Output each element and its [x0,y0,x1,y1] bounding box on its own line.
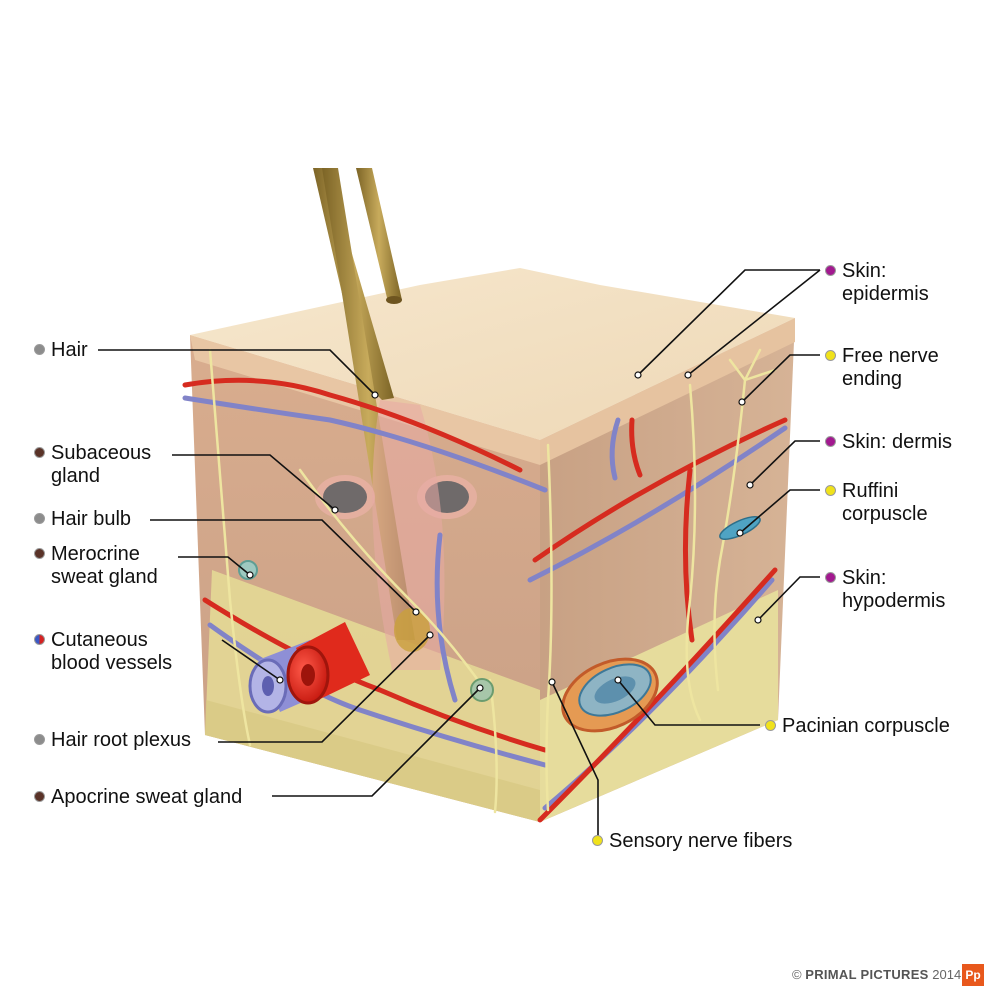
hypodermis-label-dot [825,572,836,583]
pacinian-corpuscle [561,657,659,733]
nerves [208,348,777,814]
arteries [182,377,788,823]
hair-bulb-label-dot [34,513,45,524]
free-nerve-label-dot [825,350,836,361]
label-hair: Hair [51,339,88,361]
hair-follicle [372,400,445,670]
hair-root-label-dot [34,734,45,745]
leader-lines [98,269,821,838]
copyright-credit: © PRIMAL PICTURES 2014 [792,967,962,982]
epidermis-top-surface [190,268,795,440]
label-skin-dermis: Skin: dermis [842,431,953,453]
label-apocrine-sweat-gland: Apocrine sweat gland [51,786,243,808]
leader-endpoints [246,371,762,692]
primal-pictures-logo: Pp [962,964,984,986]
cut-vessel-ends [248,622,370,714]
subaceous-label-dot [34,447,45,458]
sensory-label-dot [592,835,603,846]
merocrine-label-dot [34,548,45,559]
pacinian-label-dot [765,720,776,731]
dermis-label-dot [825,436,836,447]
label-skin-hypodermis: Skin:hypodermis [842,567,946,612]
epidermis-label-dot [825,265,836,276]
label-sensory-nerve-fibers: Sensory nerve fibers [609,830,793,852]
label-hair-root-plexus: Hair root plexus [51,729,192,751]
label-pacinian-corpuscle: Pacinian corpuscle [782,715,950,737]
label-hair-bulb: Hair bulb [51,508,132,530]
ruffini-label-dot [825,485,836,496]
label-skin-epidermis: Skin:epidermis [842,260,929,305]
hair-label-dot [34,344,45,355]
cutaneous-label-dot [34,634,45,645]
apocrine-label-dot [34,791,45,802]
